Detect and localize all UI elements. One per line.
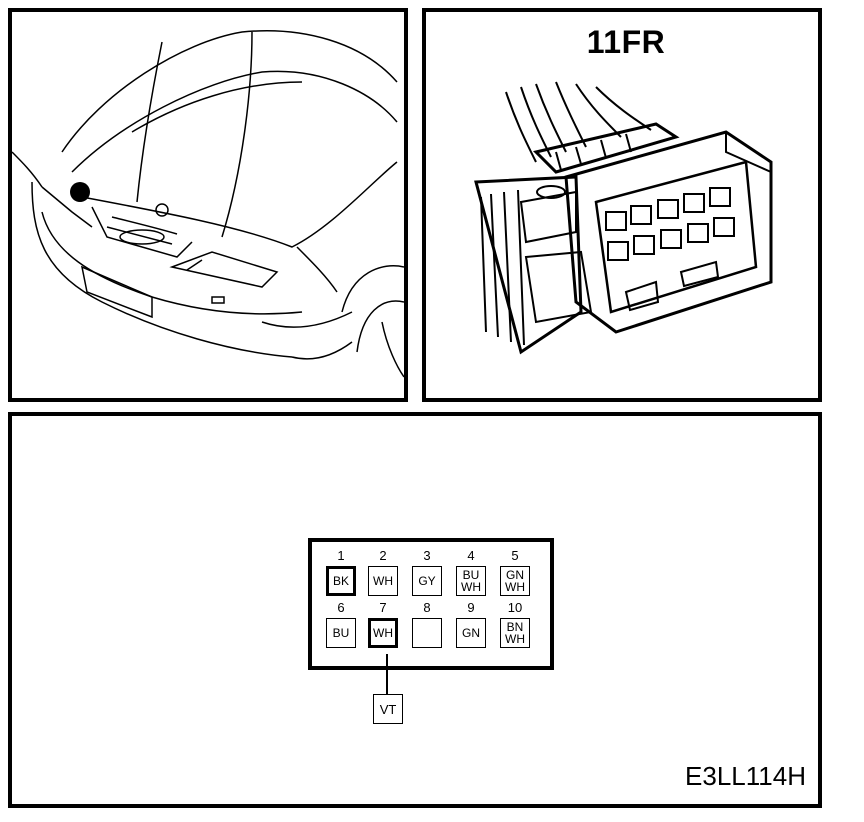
pin-cavity: WH	[368, 618, 398, 648]
wire-color-label: WH	[373, 574, 393, 588]
pin-number: 9	[467, 600, 475, 615]
component-location-marker	[70, 182, 90, 202]
car-location-panel	[8, 8, 408, 402]
pin-cavity: BK	[326, 566, 356, 596]
wire-color-label: BN	[506, 620, 524, 634]
wire-color-label: WH	[373, 626, 393, 640]
pin-cavity: WH	[368, 566, 398, 596]
wire-color-label: BU	[332, 626, 350, 640]
pin-cavity	[412, 618, 442, 648]
pin-number: 10	[507, 600, 523, 615]
pin-number: 5	[511, 548, 519, 563]
pin-cavity: GY	[412, 566, 442, 596]
wire-color-label: GN	[462, 626, 480, 640]
wire-color-label: GY	[418, 574, 436, 588]
pin-number: 2	[379, 548, 387, 563]
pin-number: 6	[337, 600, 345, 615]
pin-cavity: GN	[456, 618, 486, 648]
pin-number: 7	[379, 600, 387, 615]
pin-number: 3	[423, 548, 431, 563]
connector-panel: 11FR	[422, 8, 822, 402]
car-front-illustration	[12, 30, 404, 378]
diagram-code: E3LL114H	[685, 761, 806, 791]
wire-color-label: WH	[505, 632, 525, 646]
wire-color-label: BU	[462, 568, 480, 582]
connector-illustration	[474, 81, 773, 355]
connector-title: 11FR	[586, 24, 666, 60]
wire-color-label: BK	[332, 574, 349, 588]
pin7-lead-line	[386, 654, 388, 694]
wire-color-label: GN	[506, 568, 524, 582]
pin-number: 4	[467, 548, 475, 563]
pin-number: 1	[337, 548, 345, 563]
pin-cavity: BU	[326, 618, 356, 648]
wire-color-label: WH	[461, 580, 481, 594]
pin7-lead-label: VT	[373, 694, 403, 724]
wire-color-label: WH	[505, 580, 525, 594]
pin-number: 8	[423, 600, 431, 615]
